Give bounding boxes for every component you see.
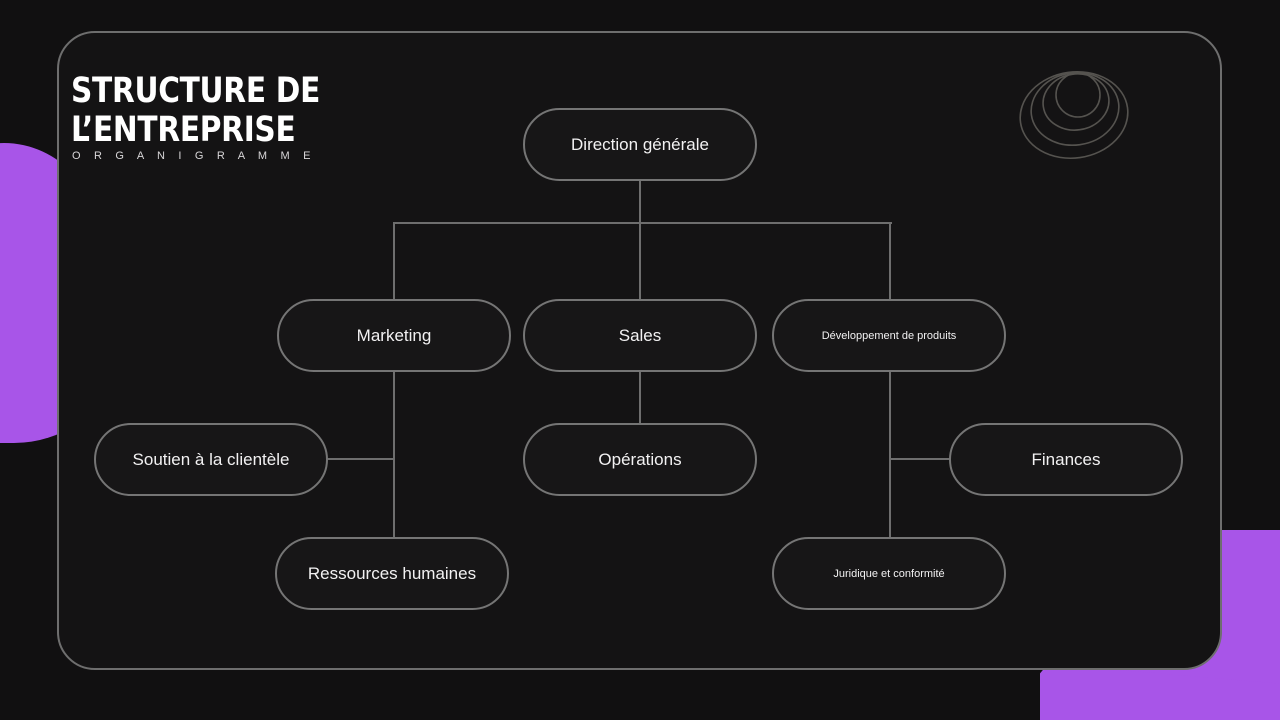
connector-drop-sales: [639, 222, 641, 299]
node-direction-generale[interactable]: Direction générale: [523, 108, 757, 181]
node-label: Direction générale: [571, 134, 709, 154]
node-label: Ressources humaines: [307, 563, 477, 583]
connector-spine-left: [393, 371, 395, 543]
connector-drop-produits: [889, 222, 891, 299]
connector-drop-marketing: [393, 222, 395, 299]
node-operations[interactable]: Opérations: [523, 423, 757, 496]
node-developpement-de-produits[interactable]: Développement de produits: [772, 299, 1006, 372]
connector-spine-right: [889, 371, 891, 543]
connector-sales-to-operations: [639, 371, 641, 423]
connector-branch-finances: [889, 458, 950, 460]
connector-branch-soutien: [327, 458, 394, 460]
node-label: Sales: [618, 325, 662, 345]
node-label: Juridique et conformité: [833, 567, 945, 580]
connector-root-stem: [639, 180, 641, 224]
page-subtitle: O R G A N I G R A M M E: [72, 150, 316, 162]
node-label: Opérations: [598, 449, 682, 469]
node-marketing[interactable]: Marketing: [277, 299, 511, 372]
node-label: Marketing: [356, 325, 432, 345]
node-soutien-a-la-clientele[interactable]: Soutien à la clientèle: [94, 423, 328, 496]
connector-level1-bus: [393, 222, 892, 224]
node-label: Finances: [1031, 449, 1101, 469]
node-juridique-et-conformite[interactable]: Juridique et conformité: [772, 537, 1006, 610]
node-finances[interactable]: Finances: [949, 423, 1183, 496]
node-label: Développement de produits: [821, 329, 957, 342]
node-ressources-humaines[interactable]: Ressources humaines: [275, 537, 509, 610]
page-title: STRUCTURE DE L’ENTREPRISE: [71, 71, 321, 150]
node-sales[interactable]: Sales: [523, 299, 757, 372]
node-label: Soutien à la clientèle: [132, 449, 290, 469]
nested-spheres-logo-icon: [1019, 70, 1129, 160]
